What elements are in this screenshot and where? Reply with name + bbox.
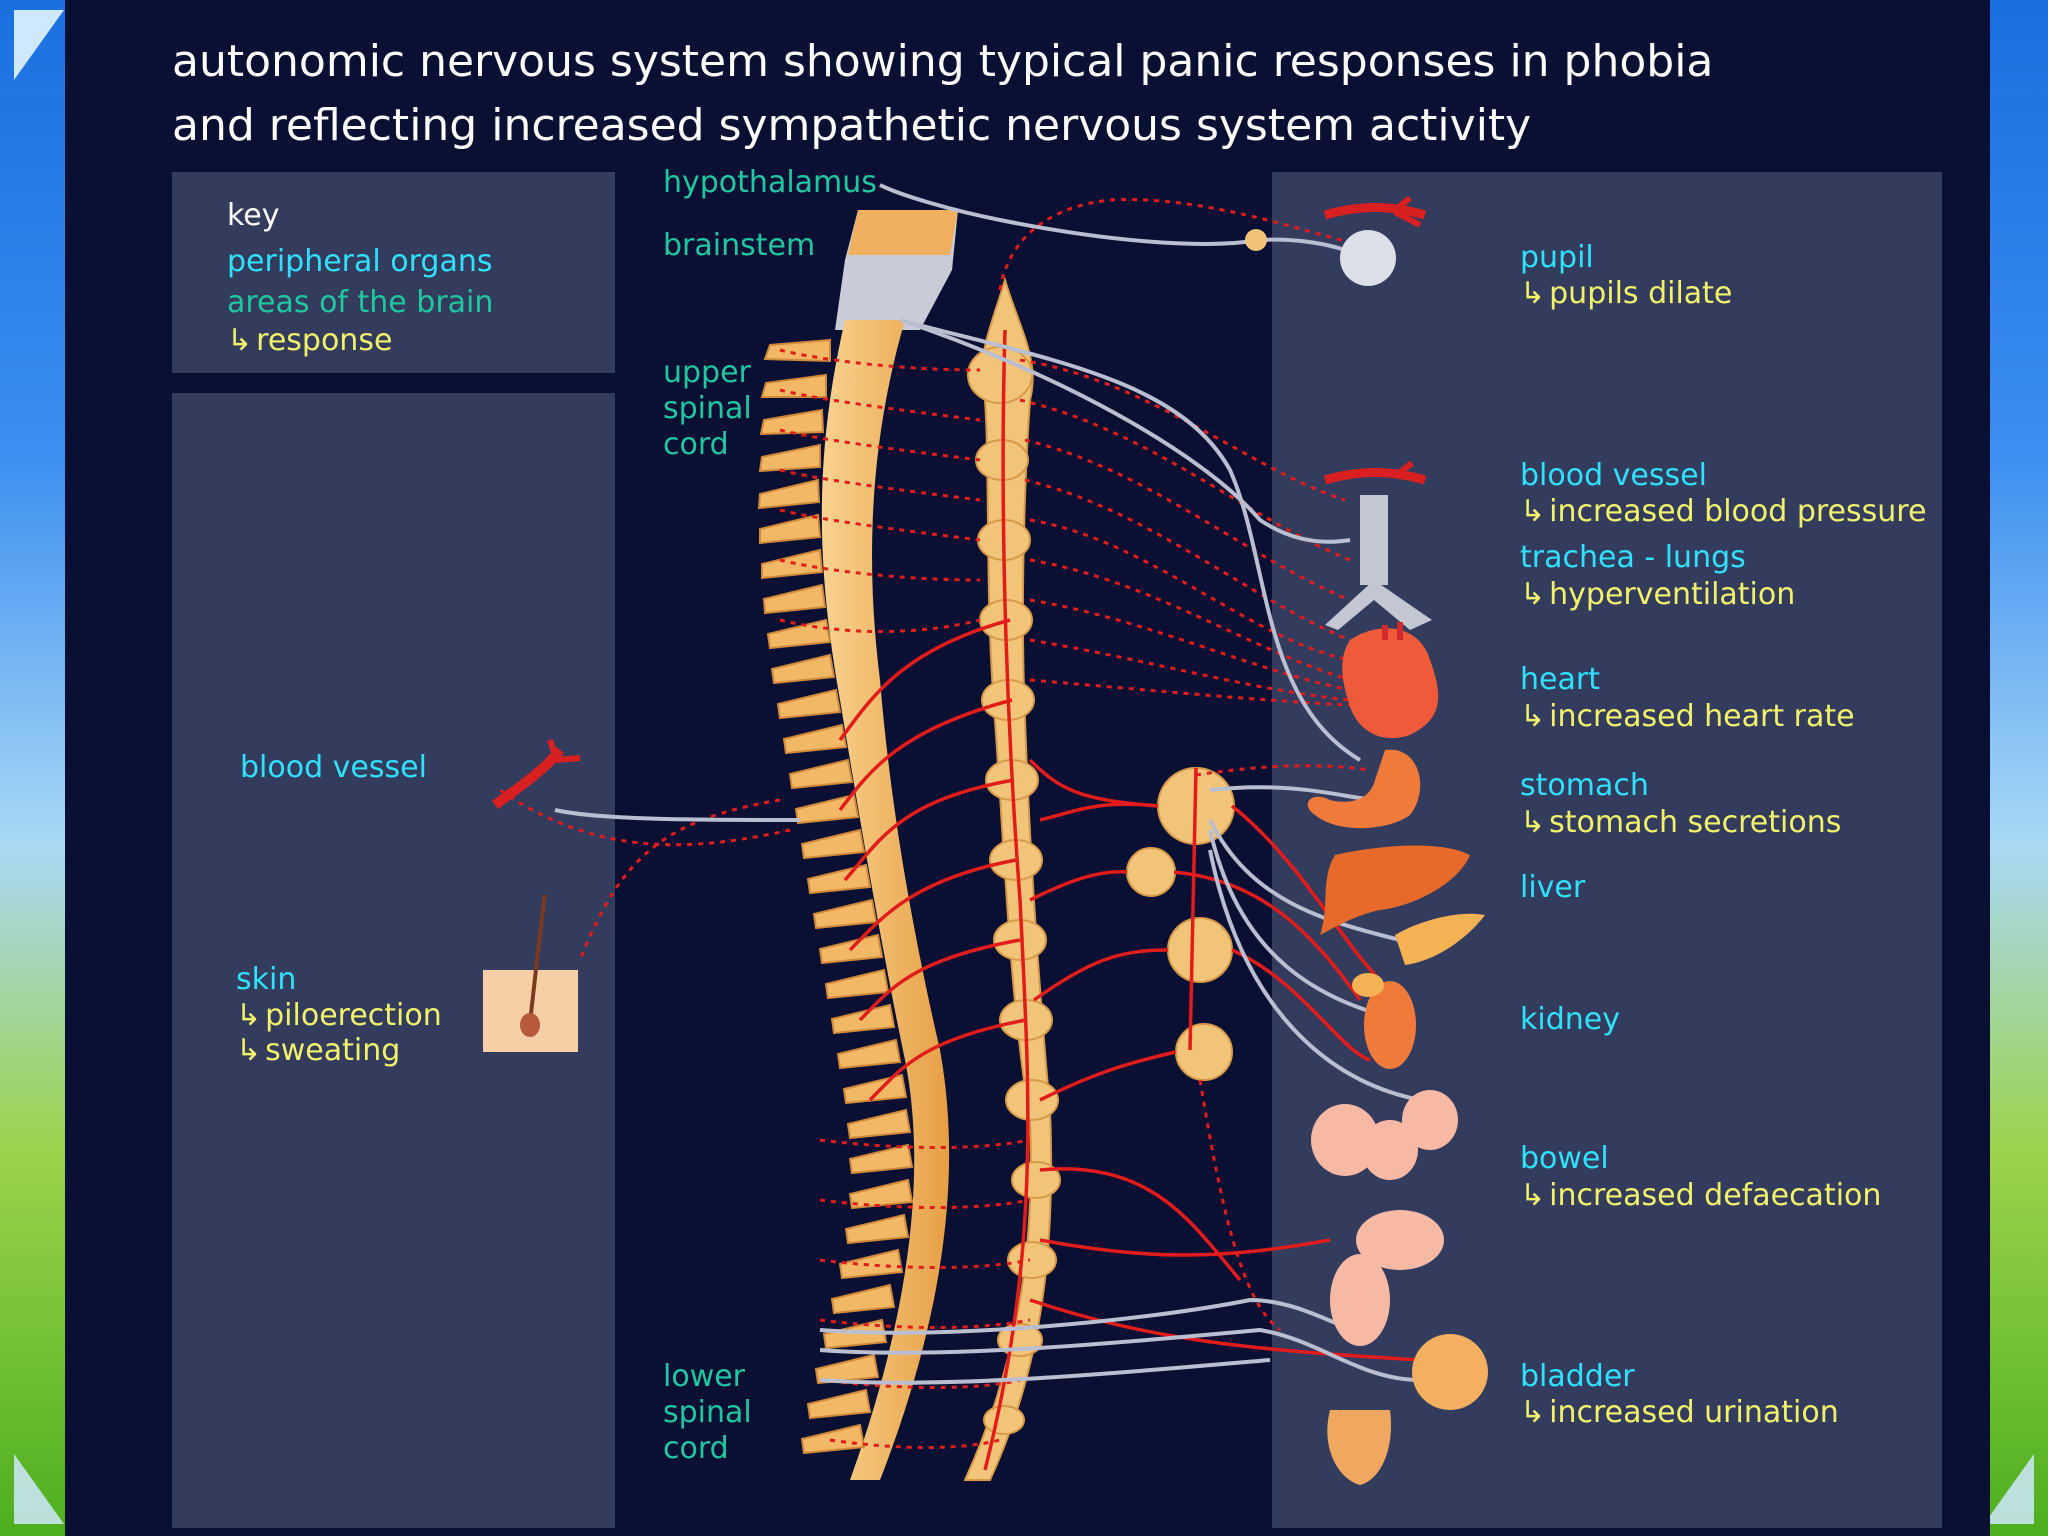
response-increased-heart-rate: ↳increased heart rate xyxy=(1520,699,1855,734)
label-upper-spinal-cord: upper spinal cord xyxy=(663,355,752,462)
label-heart: heart xyxy=(1520,662,1600,697)
title-line-2: and reflecting increased sympathetic ner… xyxy=(172,100,1532,151)
ganglia-icon xyxy=(1126,767,1235,1081)
skin-hair-follicle-icon xyxy=(483,894,578,1052)
left-organs-panel xyxy=(172,393,615,1528)
label-hypothalamus: hypothalamus xyxy=(663,165,877,200)
spine-icon xyxy=(757,320,950,1480)
eye-icon xyxy=(1245,229,1396,286)
slide-corner-top-left xyxy=(14,10,64,80)
key-areas-of-brain: areas of the brain xyxy=(227,285,494,320)
label-skin: skin xyxy=(236,962,297,997)
response-hyperventilation: ↳hyperventilation xyxy=(1520,577,1796,612)
label-bowel: bowel xyxy=(1520,1141,1609,1176)
bowel-icon xyxy=(1311,1090,1458,1346)
stomach-icon xyxy=(1307,749,1421,829)
key-panel xyxy=(172,172,615,373)
liver-icon xyxy=(1320,845,1485,965)
heart-icon xyxy=(1342,622,1439,739)
label-bladder: bladder xyxy=(1520,1359,1635,1394)
parasympathetic-nerves xyxy=(554,183,1421,1385)
key-peripheral-organs: peripheral organs xyxy=(227,244,493,279)
slide-corner-bottom-right[interactable] xyxy=(1984,1454,2034,1524)
page-title: autonomic nervous system showing typical… xyxy=(172,30,1772,158)
label-brainstem: brainstem xyxy=(663,228,816,263)
response-piloerection: ↳piloerection xyxy=(236,998,442,1033)
response-pupils-dilate: ↳pupils dilate xyxy=(1520,276,1733,311)
blood-vessel-right-icon xyxy=(1323,460,1427,485)
label-trachea-lungs: trachea - lungs xyxy=(1520,540,1746,575)
kidney-icon xyxy=(1352,973,1416,1069)
label-lower-spinal-cord: lower spinal cord xyxy=(663,1359,752,1466)
sympathetic-nerves xyxy=(838,329,1421,1471)
response-increased-defaecation: ↳increased defaecation xyxy=(1520,1178,1882,1213)
label-liver: liver xyxy=(1520,870,1586,905)
label-stomach: stomach xyxy=(1520,768,1649,803)
bladder-icon xyxy=(1327,1334,1488,1485)
response-sweating: ↳sweating xyxy=(236,1033,401,1068)
label-pupil: pupil xyxy=(1520,240,1594,275)
title-line-1: autonomic nervous system showing typical… xyxy=(172,36,1714,87)
response-increased-blood-pressure: ↳increased blood pressure xyxy=(1520,494,1927,529)
key-heading: key xyxy=(227,198,280,233)
blood-vessel-left-icon xyxy=(492,739,581,810)
pupil-artery-icon xyxy=(1323,195,1427,228)
label-blood-vessel-left: blood vessel xyxy=(240,750,427,785)
response-stomach-secretions: ↳stomach secretions xyxy=(1520,805,1842,840)
response-increased-urination: ↳increased urination xyxy=(1520,1395,1839,1430)
brainstem-icon xyxy=(835,210,958,330)
label-kidney: kidney xyxy=(1520,1002,1620,1037)
slide-corner-bottom-left[interactable] xyxy=(14,1454,64,1524)
key-response: ↳response xyxy=(227,323,393,358)
trachea-icon xyxy=(1325,495,1432,630)
label-blood-vessel-right: blood vessel xyxy=(1520,458,1707,493)
